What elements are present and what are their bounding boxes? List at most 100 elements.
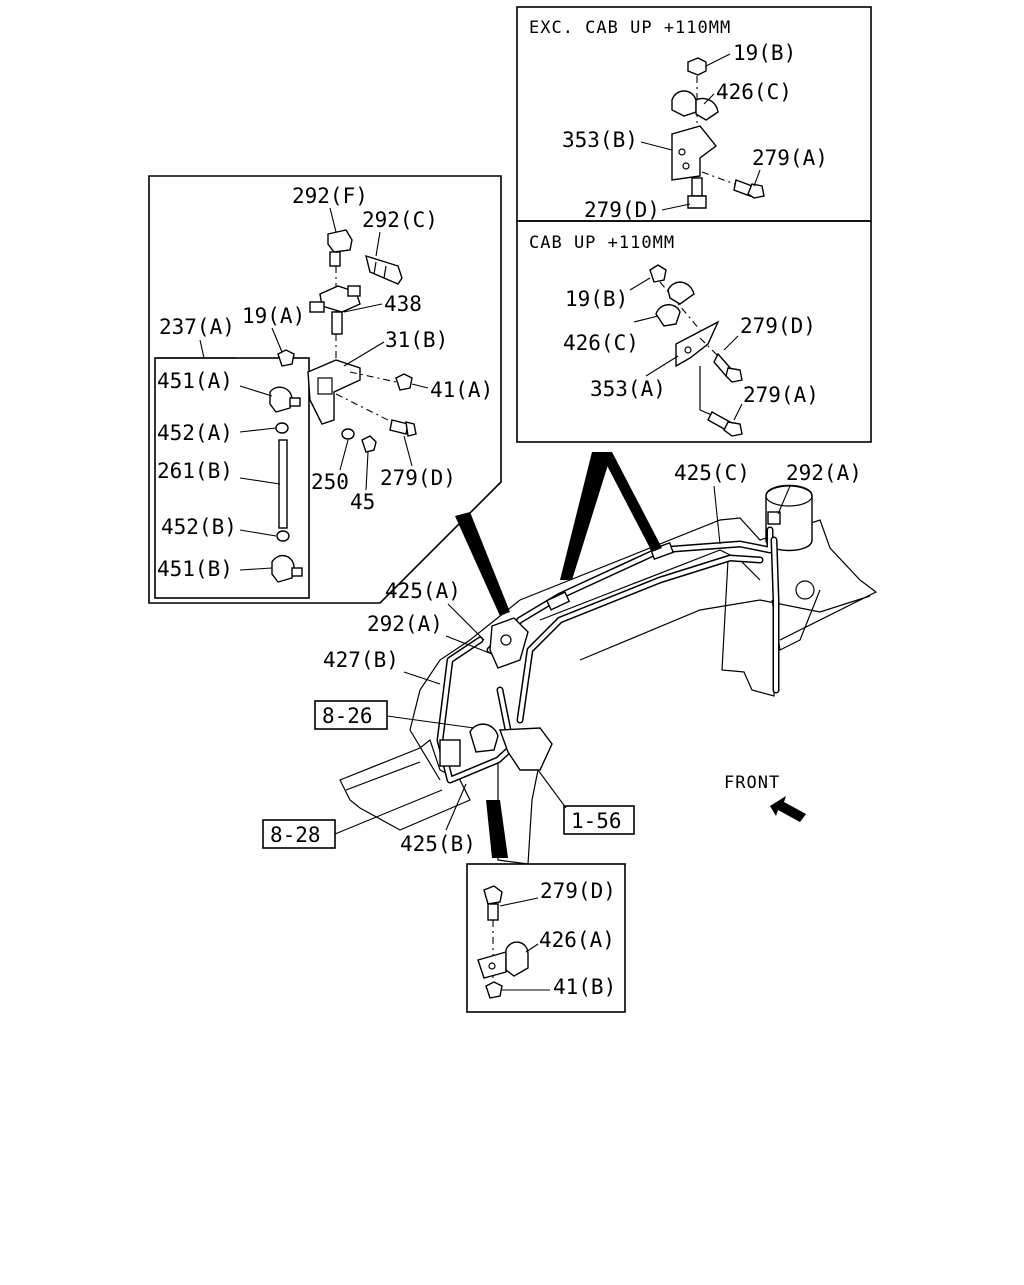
- leader-line: [703, 93, 715, 105]
- label-426c: 426(C): [716, 80, 792, 104]
- inset-cab-up: CAB UP +110MM 19(B) 426(C) 279(D) 353(A)…: [516, 220, 872, 443]
- tee-block: [489, 617, 529, 669]
- leader-line: [445, 635, 493, 655]
- leader-line: [239, 477, 281, 485]
- pipe: [518, 556, 762, 722]
- label-292a-left: 292(A): [367, 612, 443, 636]
- leader-line: [640, 141, 673, 151]
- label-41a: 41(A): [430, 378, 493, 402]
- leader-line: [239, 427, 277, 433]
- label-279a: 279(A): [743, 383, 819, 407]
- stud-part: [278, 439, 288, 529]
- inset-frame: [466, 863, 626, 1013]
- bolt-head: [747, 183, 765, 199]
- fitting-part: [329, 251, 341, 267]
- bracket-part: [675, 320, 720, 368]
- washer-part: [275, 422, 289, 434]
- connector-line: [373, 261, 377, 275]
- ref-box-1-56[interactable]: [563, 805, 635, 835]
- nut-part: [395, 373, 413, 391]
- leader-line: [343, 341, 385, 367]
- leader-line: [334, 789, 443, 835]
- pointer-wedge: [600, 452, 662, 552]
- leader-line: [239, 529, 277, 537]
- inset-header: EXC. CAB UP +110MM: [529, 18, 731, 38]
- leader-line: [445, 783, 467, 831]
- washer-part: [341, 428, 355, 440]
- fitting-part: [309, 301, 325, 313]
- centerline: [699, 337, 723, 361]
- union-part: [271, 555, 295, 583]
- leader-line: [705, 53, 731, 67]
- clamp-part: [667, 281, 695, 305]
- leader-line: [199, 339, 205, 359]
- nut-part: [649, 264, 667, 283]
- clamp-part: [655, 304, 681, 327]
- ref-box-8-26[interactable]: [314, 700, 388, 730]
- fitting-part: [289, 397, 301, 407]
- ref-label-8-26: 8-26: [322, 704, 373, 728]
- nut-part: [277, 349, 295, 367]
- tee-port: [500, 634, 512, 646]
- label-438: 438: [384, 292, 422, 316]
- leader-line: [403, 671, 441, 685]
- label-41b: 41(B): [553, 975, 616, 999]
- bolt-head: [405, 421, 417, 437]
- bolt-head: [483, 885, 503, 905]
- leader-line: [339, 439, 349, 471]
- inset-bottom: 279(D) 426(A) 41(B): [466, 863, 626, 1013]
- leader-line: [403, 435, 413, 467]
- valve-part: [469, 723, 499, 753]
- frame-member: [721, 559, 777, 697]
- label-451b: 451(B): [157, 557, 233, 581]
- label-353b: 353(B): [562, 128, 638, 152]
- bolt-head: [723, 421, 743, 437]
- fitting-part: [291, 567, 303, 577]
- pipe: [772, 538, 778, 692]
- label-250: 250: [311, 470, 349, 494]
- fitting-part: [331, 311, 343, 335]
- leader-line: [447, 603, 485, 641]
- bracket-slot: [317, 377, 333, 395]
- leader-line: [271, 327, 283, 353]
- label-426a: 426(A): [539, 928, 615, 952]
- front-label: FRONT: [724, 773, 780, 793]
- leader-line: [537, 769, 567, 809]
- label-452b: 452(B): [161, 515, 237, 539]
- pointer-wedge: [486, 800, 508, 858]
- label-45: 45: [350, 490, 375, 514]
- fitting-part: [767, 511, 781, 525]
- pointer-wedge: [560, 452, 612, 580]
- bracket-part: [439, 739, 461, 767]
- frame-rail: [409, 729, 441, 781]
- leader-line: [633, 315, 659, 323]
- ref-label-8-28: 8-28: [270, 823, 321, 847]
- inset-frame: [148, 175, 502, 604]
- frame-rail: [579, 595, 871, 661]
- label-279d: 279(D): [584, 198, 660, 222]
- leader-line: [386, 715, 475, 729]
- leader-line: [239, 385, 273, 397]
- reservoir-cap: [765, 485, 813, 507]
- washer-part: [276, 530, 290, 542]
- centerline: [659, 281, 701, 331]
- bracket-hole: [684, 346, 692, 354]
- inset-left: 292(F) 292(C) 438 19(A) 31(B) 237(A) 41(…: [148, 175, 502, 604]
- frame-hole: [795, 580, 815, 600]
- label-425c: 425(C): [674, 461, 750, 485]
- leader-line: [733, 403, 743, 421]
- leader-line: [753, 169, 761, 187]
- bolt-part: [691, 177, 703, 197]
- clip-part: [545, 591, 571, 611]
- leader-line: [661, 203, 691, 211]
- label-19b: 19(B): [565, 287, 628, 311]
- leader-line: [375, 231, 381, 257]
- leader-line: [239, 567, 273, 571]
- label-292f: 292(F): [292, 184, 368, 208]
- pointer-wedge: [455, 512, 510, 616]
- bracket-part: [307, 359, 361, 425]
- leader-line: [499, 897, 539, 907]
- centerline: [335, 393, 401, 427]
- leader-line: [645, 355, 679, 377]
